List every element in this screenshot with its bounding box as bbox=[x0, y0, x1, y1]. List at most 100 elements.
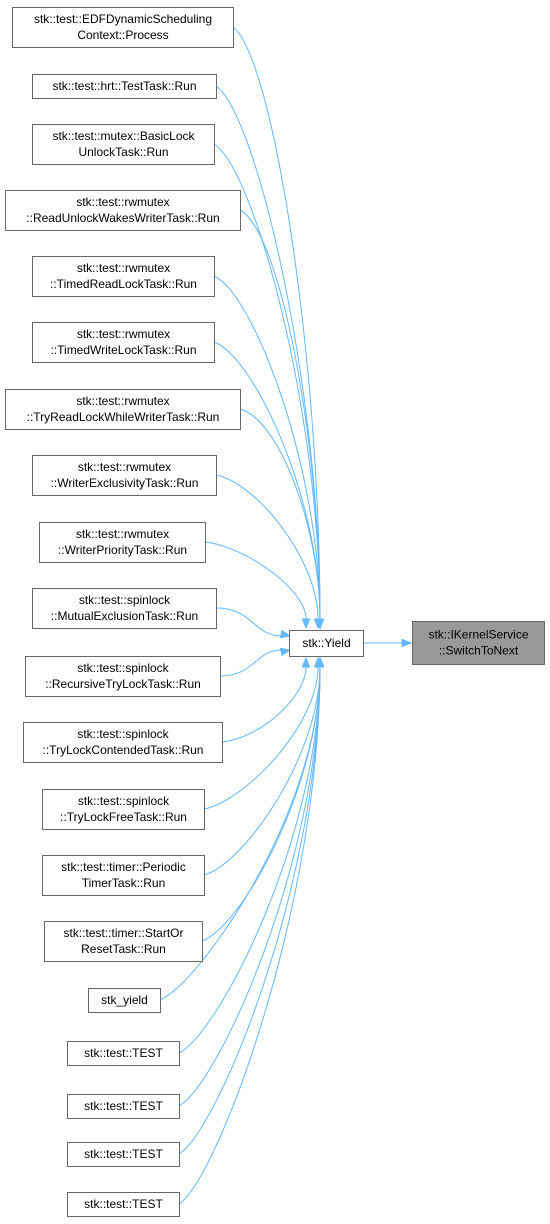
edge-t1-to-center bbox=[178, 666, 321, 1054]
node-sp4-box bbox=[42, 789, 205, 830]
node-rw6[interactable]: stk::test::rwmutex::WriterPriorityTask::… bbox=[39, 522, 206, 563]
edge-sp4-to-center bbox=[203, 666, 319, 810]
node-edf-label-line-2: Context::Process bbox=[77, 28, 168, 42]
node-sp3-label-line-2: ::TryLockContendedTask::Run bbox=[43, 743, 204, 757]
node-rw1-label-line-1: stk::test::rwmutex bbox=[76, 195, 169, 209]
node-yield[interactable]: stk_yield bbox=[88, 988, 161, 1013]
node-t4-label-line-1: stk::test::TEST bbox=[84, 1197, 163, 1211]
node-edf[interactable]: stk::test::EDFDynamicSchedulingContext::… bbox=[12, 7, 234, 48]
node-rw5-label-line-1: stk::test::rwmutex bbox=[78, 460, 171, 474]
node-t3[interactable]: stk::test::TEST bbox=[67, 1142, 180, 1167]
node-hrt[interactable]: stk::test::hrt::TestTask::Run bbox=[32, 74, 217, 99]
edge-sp2-to-center bbox=[219, 649, 283, 677]
node-t4[interactable]: stk::test::TEST bbox=[67, 1192, 180, 1217]
arrowhead-sp3-to-center bbox=[301, 656, 311, 668]
arrowhead-sp2-to-center bbox=[279, 647, 292, 657]
node-rw3-label-line-1: stk::test::rwmutex bbox=[77, 327, 170, 341]
node-tm1-label-line-2: TimerTask::Run bbox=[82, 876, 166, 890]
node-rw4[interactable]: stk::test::rwmutex::TryReadLockWhileWrit… bbox=[5, 389, 241, 430]
node-rw4-box bbox=[5, 389, 241, 430]
edge-t2-to-center bbox=[178, 666, 321, 1107]
node-edf-label-line-1: stk::test::EDFDynamicScheduling bbox=[34, 12, 212, 26]
node-tm1-box bbox=[42, 855, 205, 896]
node-yield-box bbox=[88, 988, 161, 1013]
node-target-label-line-1: stk::IKernelService bbox=[428, 628, 528, 642]
node-rw2-label-line-2: ::TimedReadLockTask::Run bbox=[50, 277, 197, 291]
node-rw6-label-line-1: stk::test::rwmutex bbox=[76, 527, 169, 541]
node-center-box bbox=[289, 630, 364, 657]
node-rw3-label-line-2: ::TimedWriteLockTask::Run bbox=[50, 343, 196, 357]
edge-t4-to-center bbox=[178, 666, 321, 1205]
edge-sp3-to-center bbox=[221, 666, 307, 743]
node-center[interactable]: stk::Yield bbox=[289, 630, 364, 657]
arrowhead-t4-to-center bbox=[315, 656, 325, 668]
node-sp2-label-line-1: stk::test::spinlock bbox=[77, 661, 169, 675]
node-target[interactable]: stk::IKernelService::SwitchToNext bbox=[412, 621, 545, 665]
node-t2-label-line-1: stk::test::TEST bbox=[84, 1099, 163, 1113]
node-sp2-label-line-2: ::RecursiveTryLockTask::Run bbox=[45, 677, 201, 691]
node-center-label-line-1: stk::Yield bbox=[302, 636, 350, 650]
node-t1-label-line-1: stk::test::TEST bbox=[84, 1046, 163, 1060]
node-rw6-label-line-2: ::WriterPriorityTask::Run bbox=[58, 543, 187, 557]
node-rw3-box bbox=[32, 322, 215, 363]
node-rw4-label-line-1: stk::test::rwmutex bbox=[76, 394, 169, 408]
edges-layer bbox=[159, 26, 413, 1205]
node-t3-box bbox=[67, 1142, 180, 1167]
node-rw1[interactable]: stk::test::rwmutex::ReadUnlockWakesWrite… bbox=[5, 190, 241, 231]
node-mutex[interactable]: stk::test::mutex::BasicLockUnlockTask::R… bbox=[32, 124, 215, 165]
node-sp1-label-line-2: ::MutualExclusionTask::Run bbox=[51, 609, 198, 623]
node-t4-box bbox=[67, 1192, 180, 1217]
node-tm2-label-line-1: stk::test::timer::StartOr bbox=[63, 926, 183, 940]
edge-rw6-to-center bbox=[204, 541, 307, 620]
node-rw6-box bbox=[39, 522, 206, 563]
node-sp1-box bbox=[32, 588, 217, 629]
node-sp3-label-line-1: stk::test::spinlock bbox=[77, 727, 169, 741]
edge-t3-to-center bbox=[178, 666, 321, 1155]
arrowhead-sp1-to-center bbox=[279, 629, 292, 639]
arrowhead-rw5-to-center bbox=[313, 618, 323, 630]
node-target-label-line-2: ::SwitchToNext bbox=[439, 644, 519, 658]
edge-sp1-to-center bbox=[215, 607, 283, 637]
edge-rw2-to-center bbox=[213, 275, 321, 620]
node-tm1-label-line-1: stk::test::timer::Periodic bbox=[61, 860, 186, 874]
edge-rw4-to-center bbox=[239, 408, 321, 620]
node-rw1-label-line-2: ::ReadUnlockWakesWriterTask::Run bbox=[26, 211, 219, 225]
node-rw2[interactable]: stk::test::rwmutex::TimedReadLockTask::R… bbox=[32, 256, 215, 297]
edge-mutex-to-center bbox=[213, 143, 321, 620]
node-hrt-box bbox=[32, 74, 217, 99]
node-sp1[interactable]: stk::test::spinlock::MutualExclusionTask… bbox=[32, 588, 217, 629]
node-hrt-label-line-1: stk::test::hrt::TestTask::Run bbox=[52, 79, 196, 93]
node-sp4[interactable]: stk::test::spinlock::TryLockFreeTask::Ru… bbox=[42, 789, 205, 830]
node-t2-box bbox=[67, 1094, 180, 1119]
node-rw5[interactable]: stk::test::rwmutex::WriterExclusivityTas… bbox=[32, 455, 217, 496]
node-rw1-box bbox=[5, 190, 241, 231]
node-tm2-label-line-2: ResetTask::Run bbox=[81, 942, 166, 956]
node-rw3[interactable]: stk::test::rwmutex::TimedWriteLockTask::… bbox=[32, 322, 215, 363]
node-rw2-box bbox=[32, 256, 215, 297]
node-rw5-box bbox=[32, 455, 217, 496]
node-sp4-label-line-1: stk::test::spinlock bbox=[78, 794, 170, 808]
node-t1[interactable]: stk::test::TEST bbox=[67, 1041, 180, 1066]
edge-rw1-to-center bbox=[239, 209, 321, 620]
node-yield-label-line-1: stk_yield bbox=[101, 993, 148, 1007]
node-tm2-box bbox=[44, 921, 203, 962]
node-t1-box bbox=[67, 1041, 180, 1066]
edge-yield-to-center bbox=[159, 666, 321, 1001]
node-rw2-label-line-1: stk::test::rwmutex bbox=[77, 261, 170, 275]
node-target-box bbox=[412, 621, 545, 665]
node-sp3-box bbox=[23, 722, 223, 763]
node-t2[interactable]: stk::test::TEST bbox=[67, 1094, 180, 1119]
node-mutex-box bbox=[32, 124, 215, 165]
node-rw4-label-line-2: ::TryReadLockWhileWriterTask::Run bbox=[27, 410, 220, 424]
node-rw5-label-line-2: ::WriterExclusivityTask::Run bbox=[51, 476, 199, 490]
edge-tm1-to-center bbox=[203, 666, 321, 876]
node-sp1-label-line-1: stk::test::spinlock bbox=[79, 593, 171, 607]
node-sp3[interactable]: stk::test::spinlock::TryLockContendedTas… bbox=[23, 722, 223, 763]
node-sp2-box bbox=[25, 656, 221, 697]
node-t3-label-line-1: stk::test::TEST bbox=[84, 1147, 163, 1161]
edge-rw5-to-center bbox=[215, 474, 319, 620]
node-mutex-label-line-2: UnlockTask::Run bbox=[78, 145, 168, 159]
node-sp2[interactable]: stk::test::spinlock::RecursiveTryLockTas… bbox=[25, 656, 221, 697]
